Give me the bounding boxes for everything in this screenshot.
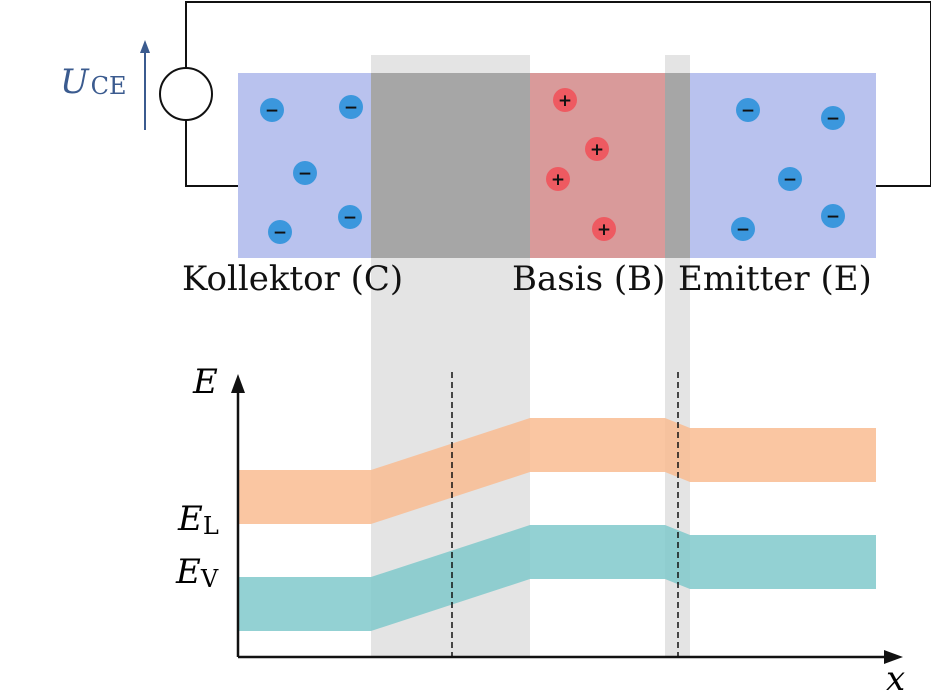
electron xyxy=(260,98,284,122)
hole-sign: + xyxy=(590,140,604,160)
hole-sign: + xyxy=(551,170,565,190)
electron xyxy=(821,204,845,228)
electron-sign: − xyxy=(783,170,797,190)
base-label: Basis (B) xyxy=(512,259,665,299)
base-emitter-depletion-region xyxy=(665,73,690,258)
electron xyxy=(731,217,755,241)
electron xyxy=(821,106,845,130)
position-axis-arrow-head xyxy=(884,650,903,664)
electron-sign: − xyxy=(344,98,358,118)
electron xyxy=(778,167,802,191)
conduction-band-label: EL xyxy=(177,499,219,540)
electron xyxy=(338,205,362,229)
hole xyxy=(546,167,570,191)
voltage-label: UCE xyxy=(60,62,127,102)
circuit-wire xyxy=(185,1,931,187)
hole xyxy=(585,137,609,161)
electron xyxy=(268,220,292,244)
electron-sign: − xyxy=(826,109,840,129)
electron xyxy=(293,161,317,185)
voltage-arrow-head xyxy=(140,40,150,53)
conduction-band xyxy=(238,418,876,524)
hole xyxy=(592,217,616,241)
emitter-region xyxy=(690,73,876,258)
electron-sign: − xyxy=(826,207,840,227)
energy-axis-label: E xyxy=(192,362,218,402)
charge-carriers: − − − − − − − − − − + + + + xyxy=(260,88,845,244)
valence-band xyxy=(238,525,876,631)
electron-sign: − xyxy=(736,220,750,240)
valence-band-label: EV xyxy=(175,552,219,593)
collector-label: Kollektor (C) xyxy=(182,259,403,299)
electron-sign: − xyxy=(343,208,357,228)
electron-sign: − xyxy=(298,164,312,184)
voltage-source-symbol xyxy=(159,67,213,121)
electron xyxy=(736,98,760,122)
electron-sign: − xyxy=(741,101,755,121)
electron-sign: − xyxy=(273,223,287,243)
hole xyxy=(553,88,577,112)
electron-sign: − xyxy=(265,101,279,121)
hole-sign: + xyxy=(558,91,572,111)
electron xyxy=(339,95,363,119)
hole-sign: + xyxy=(597,220,611,240)
position-axis-label: x xyxy=(886,659,905,690)
energy-axis-arrow-head xyxy=(231,374,245,393)
collector-base-depletion-region xyxy=(371,73,530,258)
emitter-label: Emitter (E) xyxy=(678,259,872,299)
